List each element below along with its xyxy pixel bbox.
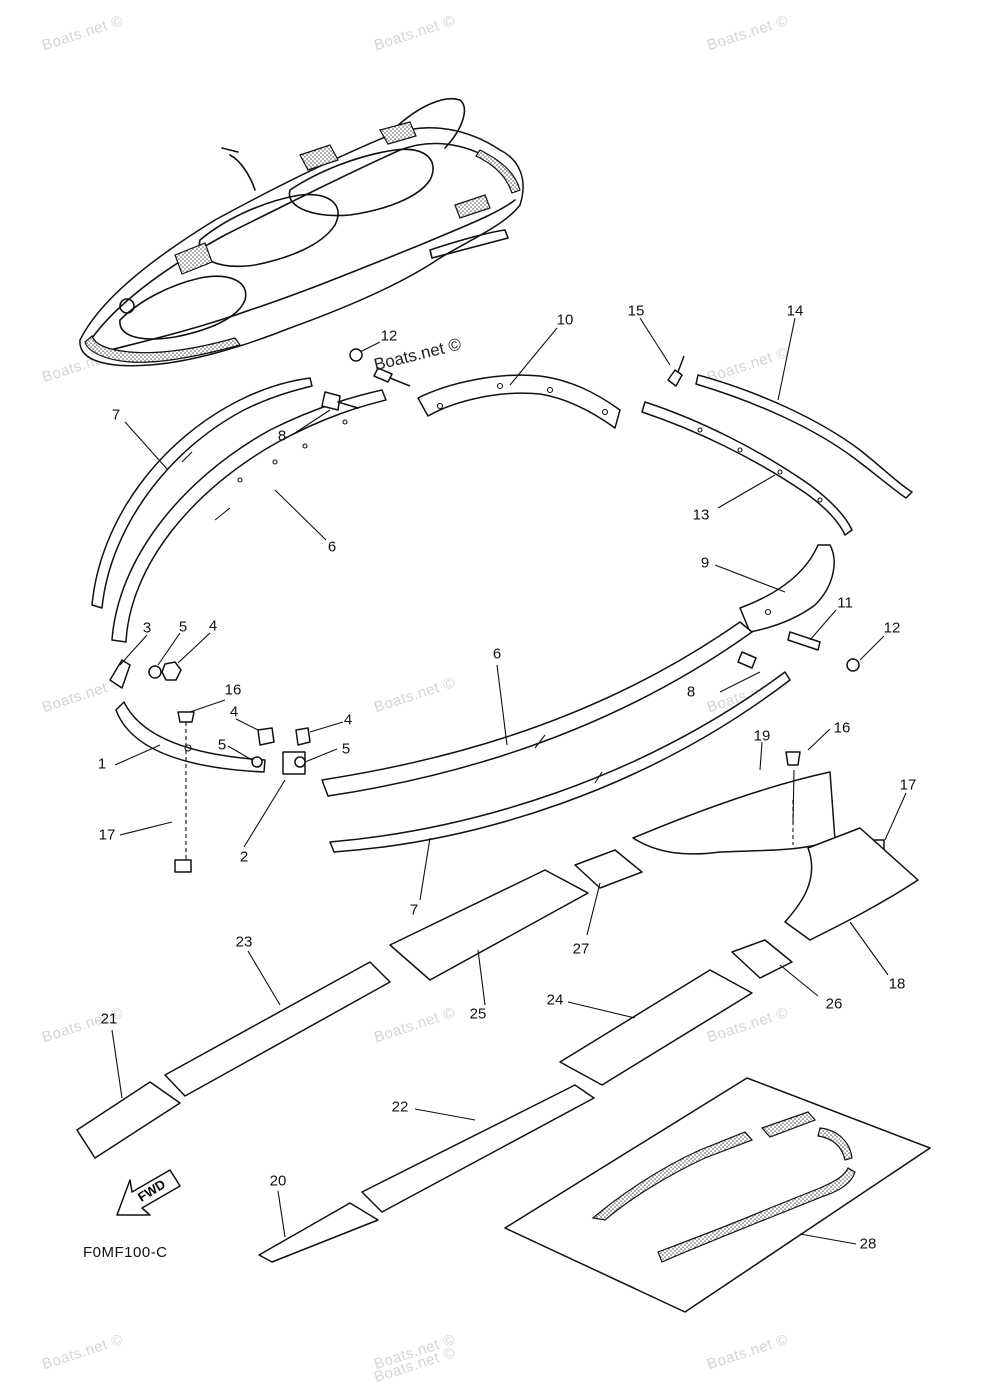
callout: 7 bbox=[409, 901, 419, 919]
part-7-upper bbox=[91, 377, 313, 609]
part-11-upper-bolt bbox=[373, 367, 411, 387]
callout: 6 bbox=[492, 645, 502, 663]
part-14-trim bbox=[695, 374, 913, 499]
callout: 23 bbox=[235, 933, 253, 951]
callout: 8 bbox=[277, 427, 287, 445]
part-25-mat bbox=[389, 869, 589, 981]
part-21-mat bbox=[76, 1081, 181, 1159]
callout: 11 bbox=[837, 594, 853, 612]
part-13-rail bbox=[641, 401, 853, 536]
part-12-upper-cap bbox=[349, 348, 363, 362]
fasteners bbox=[148, 631, 885, 873]
callout: 8 bbox=[686, 683, 696, 701]
callout: 16 bbox=[224, 681, 242, 699]
part-7-lower bbox=[329, 671, 791, 853]
part-8-upper-screw bbox=[321, 391, 359, 411]
callout: 14 bbox=[786, 302, 804, 320]
callout: 12 bbox=[883, 619, 901, 637]
part-24-mat bbox=[559, 969, 753, 1086]
callout: 3 bbox=[142, 619, 152, 637]
callout: 28 bbox=[859, 1235, 877, 1253]
part-9-rail-end bbox=[739, 544, 835, 633]
callout: 5 bbox=[178, 618, 188, 636]
callout: 17 bbox=[98, 826, 116, 844]
part-18-mat bbox=[784, 827, 919, 941]
part-3-bracket bbox=[109, 659, 131, 689]
callout: 4 bbox=[229, 703, 239, 721]
callout: 12 bbox=[380, 327, 398, 345]
callout: 9 bbox=[700, 554, 710, 572]
callout: 19 bbox=[753, 727, 771, 745]
leader-lines bbox=[111, 317, 907, 1245]
callout: 21 bbox=[100, 1010, 118, 1028]
callout: 1 bbox=[97, 755, 107, 773]
callout: 18 bbox=[888, 975, 906, 993]
callout: 22 bbox=[391, 1098, 409, 1116]
callout: 25 bbox=[469, 1005, 487, 1023]
part-6-upper bbox=[111, 389, 387, 643]
part-1-corner-piece bbox=[115, 701, 266, 773]
callout: 5 bbox=[217, 736, 227, 754]
callout: 10 bbox=[556, 311, 574, 329]
diagram-code: F0MF100-C bbox=[83, 1244, 168, 1261]
part-27-mat bbox=[574, 849, 643, 889]
part-6-lower bbox=[321, 621, 753, 797]
callout: 16 bbox=[833, 719, 851, 737]
callout: 26 bbox=[825, 995, 843, 1013]
callout: 27 bbox=[572, 940, 590, 958]
part-19-mat bbox=[632, 771, 836, 855]
callout: 7 bbox=[111, 406, 121, 424]
callout: 15 bbox=[627, 302, 645, 320]
callout: 2 bbox=[239, 848, 249, 866]
callout: 4 bbox=[343, 711, 353, 729]
callout: 24 bbox=[546, 991, 564, 1009]
part-15-rivet bbox=[667, 355, 685, 387]
callout: 5 bbox=[341, 740, 351, 758]
part-20-mat bbox=[258, 1202, 379, 1263]
callout: 6 bbox=[327, 538, 337, 556]
callout: 4 bbox=[208, 617, 218, 635]
callout: 17 bbox=[899, 776, 917, 794]
fwd-arrow bbox=[116, 1169, 181, 1216]
part-26-mat bbox=[731, 939, 793, 979]
watercraft-illustration bbox=[79, 98, 524, 367]
part-22-mat bbox=[361, 1084, 595, 1213]
part-10-front-bumper bbox=[417, 374, 621, 429]
callout: 13 bbox=[692, 506, 710, 524]
part-28-mat-kit bbox=[504, 1077, 931, 1313]
part-23-mat bbox=[164, 961, 391, 1097]
callout: 20 bbox=[269, 1172, 287, 1190]
